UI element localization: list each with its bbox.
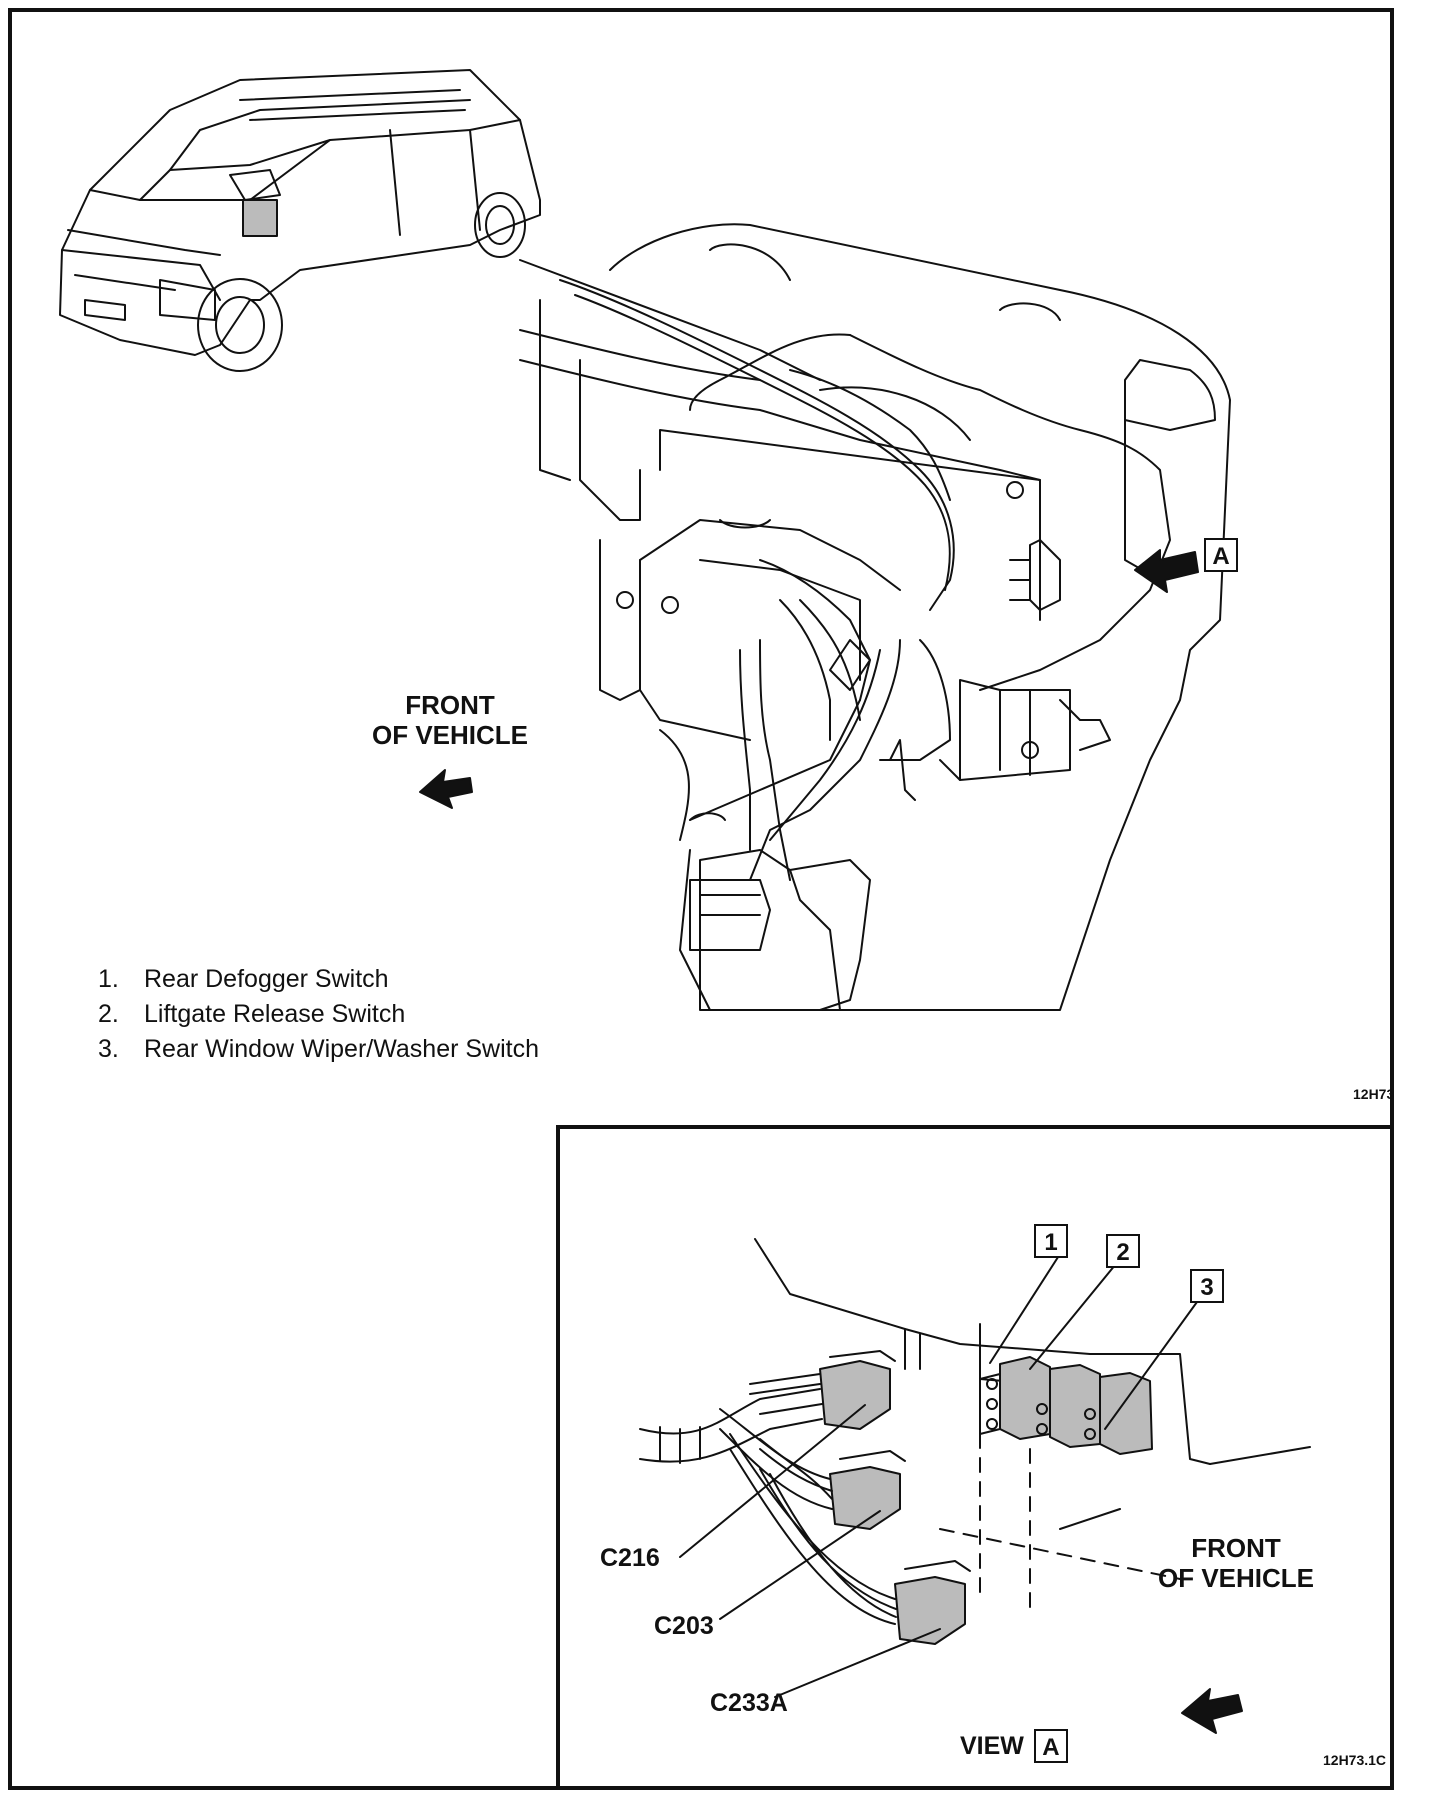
- front-label-line2: OF VEHICLE: [371, 720, 528, 750]
- front-label-line1: FRONT: [1191, 1533, 1281, 1563]
- callout-3: 3: [1190, 1269, 1224, 1303]
- view-arrow-main: [1134, 549, 1199, 593]
- view-a-callout-main: A: [1204, 538, 1238, 572]
- front-arrow-main: [419, 769, 473, 809]
- front-label-line1: FRONT: [405, 690, 495, 720]
- legend-number: 3.: [98, 1035, 119, 1063]
- legend-text: Rear Defogger Switch: [144, 965, 389, 993]
- connector-c233a-label: C233A: [710, 1689, 788, 1717]
- connector-c203-label: C203: [654, 1612, 714, 1640]
- connector-c216-label: C216: [600, 1544, 660, 1572]
- view-a-label: VIEW A: [960, 1729, 1068, 1763]
- inset-line-art: [639, 1238, 1311, 1734]
- dashboard-illustration: [519, 223, 1231, 1011]
- inset-view-a: 1 2 3 C216 C203 C233A FRONT OF VEHICLE V…: [556, 1125, 1394, 1790]
- callout-1: 1: [1034, 1224, 1068, 1258]
- legend-item: 1. Rear Defogger Switch: [98, 962, 539, 997]
- front-of-vehicle-label-main: FRONT OF VEHICLE: [360, 690, 540, 750]
- legend-item: 2. Liftgate Release Switch: [98, 997, 539, 1032]
- front-label-line2: OF VEHICLE: [1157, 1563, 1314, 1593]
- van-illustration: [59, 69, 541, 372]
- legend-number: 2.: [98, 1000, 119, 1028]
- legend: 1. Rear Defogger Switch 2. Liftgate Rele…: [98, 962, 539, 1067]
- view-text: VIEW: [960, 1731, 1024, 1760]
- legend-text: Rear Window Wiper/Washer Switch: [144, 1035, 540, 1063]
- figure-code-inset: 12H73.1C: [1323, 1752, 1387, 1768]
- callout-2: 2: [1106, 1234, 1140, 1268]
- view-box-a: A: [1033, 1729, 1068, 1763]
- legend-text: Liftgate Release Switch: [144, 1000, 406, 1028]
- figure-code-main: 12H73: [1353, 1086, 1395, 1102]
- legend-number: 1.: [98, 965, 119, 993]
- legend-item: 3. Rear Window Wiper/Washer Switch: [98, 1032, 539, 1067]
- front-of-vehicle-label-inset: FRONT OF VEHICLE: [1136, 1533, 1336, 1593]
